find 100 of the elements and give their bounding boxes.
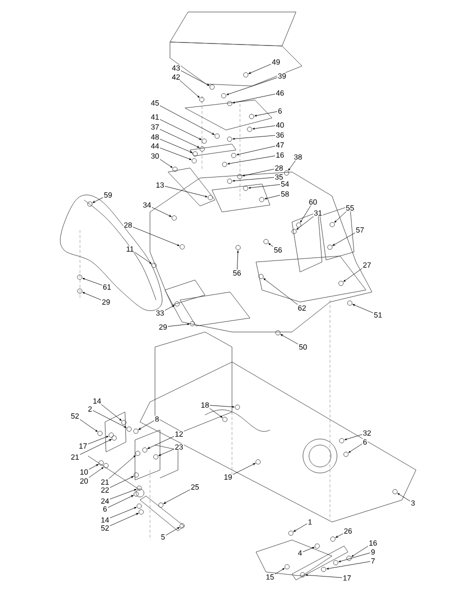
hardware-part [222,416,228,422]
leader-line [268,243,274,247]
hardware-part [121,420,126,426]
leader-line [300,205,312,222]
hardware-part [180,244,185,250]
leader-line [160,129,200,148]
hardware-part [134,491,139,497]
hardware-part [192,158,197,164]
hardware-part [327,244,332,250]
hardware-part [180,523,185,528]
leader-line [160,119,202,140]
leader-line [160,148,192,160]
hardware-part [256,459,261,464]
leader-line [88,436,108,444]
hardware-part [338,280,344,286]
leader-line [232,135,276,140]
leader-line [296,216,314,230]
leader-line [264,194,280,200]
leader-line [232,177,274,182]
hardware-part [284,564,290,570]
hardware-part [227,136,232,142]
hardware-part [231,152,236,158]
leader-line [82,278,102,286]
leader-line [164,305,174,311]
hardware-part [214,134,220,139]
hardware-part [227,100,232,106]
hardware-part [158,502,164,508]
leader-line [138,420,154,430]
leader-line [236,250,239,270]
leader-line [254,111,278,116]
leader-line [334,211,347,223]
hardware-part [151,262,157,268]
hardware-part [199,97,204,102]
leader-line [352,304,374,314]
leader-line [263,278,298,305]
hardware-part [343,452,349,457]
leader-line [164,186,208,198]
hardware-part [192,151,198,156]
hardware-part [210,84,215,90]
leader-line [108,495,134,508]
leader-line [92,410,126,428]
hardware-part [263,239,269,244]
hardware-part [136,486,142,491]
hardware-part [321,566,326,572]
leader-line [302,547,314,552]
hardware-part [208,195,213,200]
hardware-part [200,146,205,152]
hardware-part [138,509,144,515]
hardware-part [330,536,336,542]
hardware-part [103,463,109,468]
leader-line [166,527,180,536]
hardware-part [392,489,398,494]
leader-line [88,464,98,470]
hardware-part [339,438,344,444]
hardware-part [275,330,280,336]
leader-line [82,292,102,300]
hardware-part [227,178,232,184]
leader-line [180,70,210,86]
hardware-part [172,166,178,172]
leader-line [288,160,296,171]
hardware-part [133,428,138,434]
leader-line [248,184,280,189]
hardware-part [221,93,226,98]
leader-line [344,434,362,440]
leader-line [110,513,138,526]
hardware-part [87,202,92,207]
leader-line [338,552,370,562]
leader-line [134,252,152,264]
hardware-part [296,222,302,228]
hardware-part [292,228,297,234]
leader-line [226,77,278,96]
hardware-part [234,404,240,410]
hardware-part [126,426,132,432]
hardware-part [172,215,177,221]
leader-line [232,94,276,104]
leader-line [152,207,172,217]
hardware-part [222,162,228,167]
leader-line [110,476,134,488]
hardware-part [314,544,320,549]
hardware-part [108,432,114,438]
hardware-part [300,572,306,578]
hardware-part [247,126,252,132]
hardware-part [153,454,158,460]
leader-line [158,448,174,456]
hardware-part [258,274,264,280]
leader-line [180,80,200,98]
hardware-part [330,222,335,228]
leader-line [100,404,122,421]
hardware-part [134,472,139,478]
leader-line [210,408,223,418]
hardware-part [249,114,254,120]
leader-line [306,574,342,578]
leader-line [108,455,136,479]
hardware-part [284,170,290,176]
hardware-part [174,301,180,306]
leader-line [326,561,370,570]
leader-line [343,268,362,282]
hardware-part [288,530,294,536]
leader-line [92,197,104,203]
leader-line [160,105,214,135]
